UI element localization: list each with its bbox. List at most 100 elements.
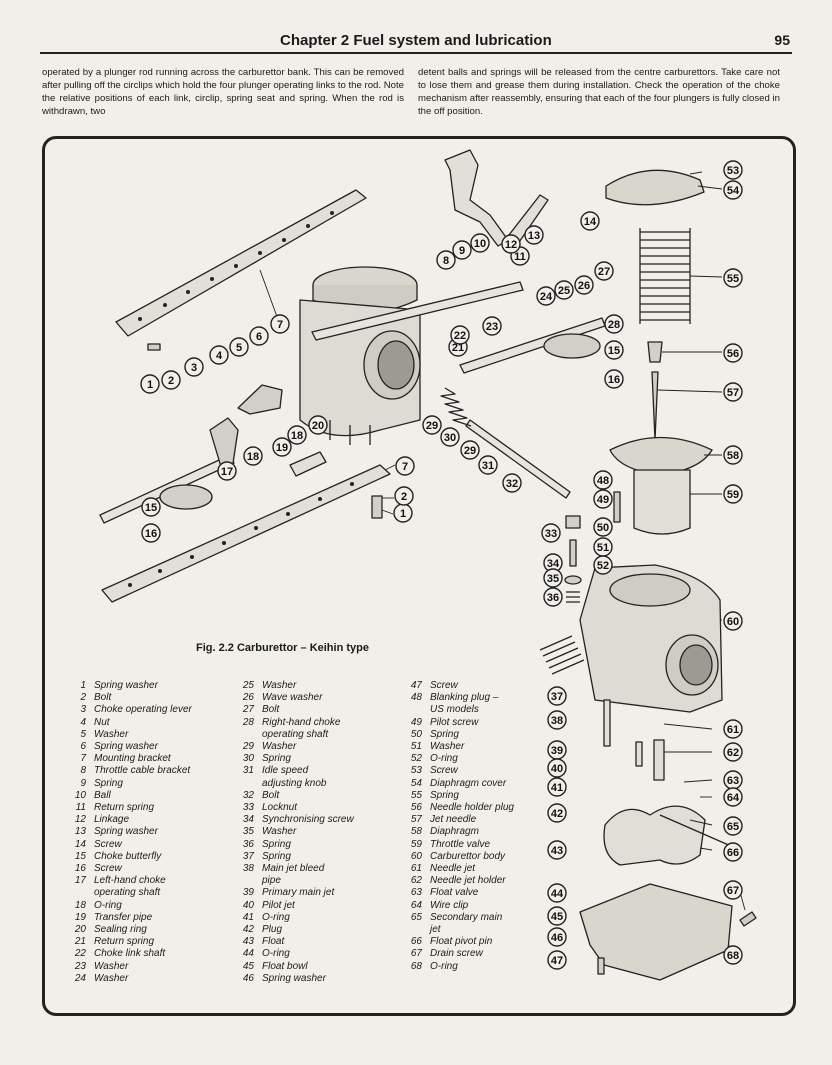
svg-text:18: 18	[291, 430, 303, 442]
pilot-screw-49	[613, 491, 621, 523]
legend-item-number: 43	[242, 936, 254, 948]
callout-17: 17	[217, 461, 237, 481]
legend-item-number: 42	[242, 924, 254, 936]
needle-holder-plug	[647, 341, 663, 363]
legend-item-label: Drain screw	[430, 948, 483, 960]
callout-50: 50	[593, 517, 613, 537]
callout-48: 48	[593, 470, 613, 490]
legend-item-number: 9	[80, 777, 86, 789]
legend-item-label: Spring	[262, 838, 291, 850]
callout-29: 29	[422, 415, 442, 435]
svg-text:22: 22	[454, 330, 466, 342]
legend-item-label: Nut	[94, 716, 110, 728]
legend-item-number: 1	[80, 680, 86, 691]
svg-text:61: 61	[727, 724, 739, 736]
legend-item-label: Washer	[94, 972, 129, 984]
legend-item-label: Screw	[430, 680, 458, 691]
legend-item-label: Wave washer	[262, 692, 323, 704]
legend-item-continuation: jet	[430, 924, 441, 936]
svg-text:48: 48	[597, 475, 609, 487]
legend-item: 18 O-ring	[54, 900, 192, 912]
svg-text:44: 44	[551, 888, 564, 900]
legend-item-number: 51	[410, 741, 422, 753]
legend-item-continuation: US models	[430, 704, 479, 716]
svg-text:66: 66	[727, 847, 739, 859]
legend-item-label: Return spring	[94, 802, 155, 814]
callout-15: 15	[141, 497, 161, 517]
svg-text:18: 18	[247, 451, 259, 463]
legend-item-label: Pilot jet	[262, 899, 295, 911]
callout-59: 59	[723, 484, 743, 504]
legend-item-label: Float valve	[430, 887, 479, 899]
legend-item-label: Float pivot pin	[430, 936, 493, 948]
legend-item-number: 5	[80, 728, 86, 740]
legend-item-number: 8	[80, 765, 86, 777]
legend-item-label: Locknut	[262, 802, 298, 814]
intro-text-left: operated by a plunger rod running across…	[42, 67, 404, 117]
callout-35: 35	[543, 568, 563, 588]
legend-item-number: 25	[242, 680, 254, 691]
legend-item-label: Synchronising screw	[262, 814, 354, 826]
legend-item-label: Main jet bleed	[262, 863, 325, 875]
legend-item-number: 13	[74, 826, 86, 838]
callout-53: 53	[723, 160, 743, 180]
legend-item-label: Pilot screw	[430, 716, 479, 728]
legend-item-label: Washer	[94, 728, 129, 740]
spring-36	[566, 591, 580, 603]
callout-30: 30	[440, 427, 460, 447]
callout-37: 37	[547, 686, 567, 706]
callout-52: 52	[593, 555, 613, 575]
svg-text:23: 23	[486, 321, 498, 333]
legend-item-label: Washer	[262, 741, 297, 753]
svg-text:21: 21	[452, 342, 464, 354]
callout-12: 12	[501, 234, 521, 254]
legend-item-number: 58	[410, 826, 422, 838]
legend-item-label: O-ring	[94, 899, 122, 911]
svg-text:43: 43	[551, 845, 563, 857]
svg-text:65: 65	[727, 821, 739, 833]
legend-item-label: Bolt	[94, 692, 112, 704]
legend-item-label: O-ring	[430, 960, 458, 972]
callout-29: 29	[460, 440, 480, 460]
callout-38: 38	[547, 710, 567, 730]
svg-text:20: 20	[312, 420, 324, 432]
legend-item-label: Right-hand choke	[262, 716, 341, 728]
page-header: Chapter 2 Fuel system and lubrication 95	[40, 30, 792, 54]
legend-item-label: Primary main jet	[262, 887, 335, 899]
callout-39: 39	[547, 740, 567, 760]
svg-text:5: 5	[236, 342, 242, 354]
svg-text:13: 13	[528, 230, 540, 242]
svg-text:10: 10	[474, 238, 486, 250]
svg-text:60: 60	[727, 616, 739, 628]
legend-item-number: 44	[242, 948, 254, 960]
legend-item-number: 33	[242, 802, 254, 814]
legend-item-label: Diaphragm	[430, 826, 479, 838]
legend-item-label: Sealing ring	[94, 924, 147, 936]
callout-46: 46	[547, 927, 567, 947]
svg-text:2: 2	[168, 375, 174, 387]
svg-text:53: 53	[727, 165, 739, 177]
callout-67: 67	[723, 880, 743, 900]
choke-operating-lever	[237, 384, 283, 415]
svg-text:17: 17	[221, 466, 233, 478]
legend-item-number: 18	[74, 899, 86, 911]
callout-45: 45	[547, 906, 567, 926]
callout-33: 33	[541, 523, 561, 543]
